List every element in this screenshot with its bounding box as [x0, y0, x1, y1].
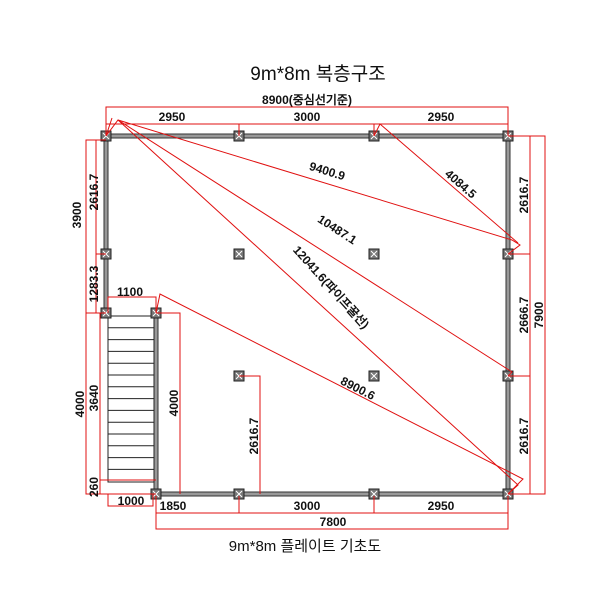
column-post-icon	[368, 370, 380, 382]
dim-right-span-3: 2616.7	[517, 417, 531, 454]
dim-right-span-2: 2666.7	[517, 296, 531, 333]
dim-top-span-3: 2950	[428, 110, 455, 124]
dim-right-total: 7900	[532, 301, 546, 328]
dim-overall-top: 8900(중심선기준)	[262, 92, 352, 107]
diagonal-10487-1: 10487.1	[315, 212, 359, 248]
beam-stair-right	[153, 312, 159, 495]
dim-bottom-span-3: 2950	[428, 499, 455, 513]
dim-left-upper-total: 3900	[70, 201, 84, 228]
dim-top-span-1: 2950	[159, 110, 186, 124]
beam-bottom	[155, 491, 509, 497]
dim-interior-post: 2616.7	[247, 417, 261, 454]
dim-right-span-1: 2616.7	[517, 176, 531, 213]
dim-left-lower-total: 4000	[73, 390, 87, 417]
drawing-title: 9m*8m 복층구조	[250, 63, 385, 85]
dim-stair-right: 4000	[167, 389, 181, 416]
dim-bottom-span-1: 1850	[160, 499, 187, 513]
dim-stair-length: 3640	[87, 384, 101, 411]
diagonal-12041-6: 12041.6(파이프꿀선)	[290, 242, 372, 331]
diagonal-4084-5: 4084.5	[442, 167, 479, 202]
beam-right	[505, 135, 511, 495]
dim-left-upper-a: 2616.7	[87, 173, 101, 210]
dim-left-upper-b: 1283.3	[87, 265, 101, 302]
dim-stair-width-bottom: 1000	[118, 494, 145, 508]
dim-bottom-span-2: 3000	[294, 499, 321, 513]
dim-stair-width-top: 1100	[117, 285, 143, 299]
dim-stair-offset: 260	[87, 477, 101, 497]
columns	[100, 130, 514, 500]
column-post-icon	[368, 248, 380, 260]
beam-left	[103, 135, 109, 315]
drawing-caption: 9m*8m 플레이트 기초도	[229, 538, 382, 555]
staircase	[107, 315, 155, 483]
column-post-icon	[233, 248, 245, 260]
dimension-lines	[85, 106, 546, 530]
dim-top-span-2: 3000	[294, 110, 321, 124]
dim-bottom-total: 7800	[320, 515, 347, 529]
